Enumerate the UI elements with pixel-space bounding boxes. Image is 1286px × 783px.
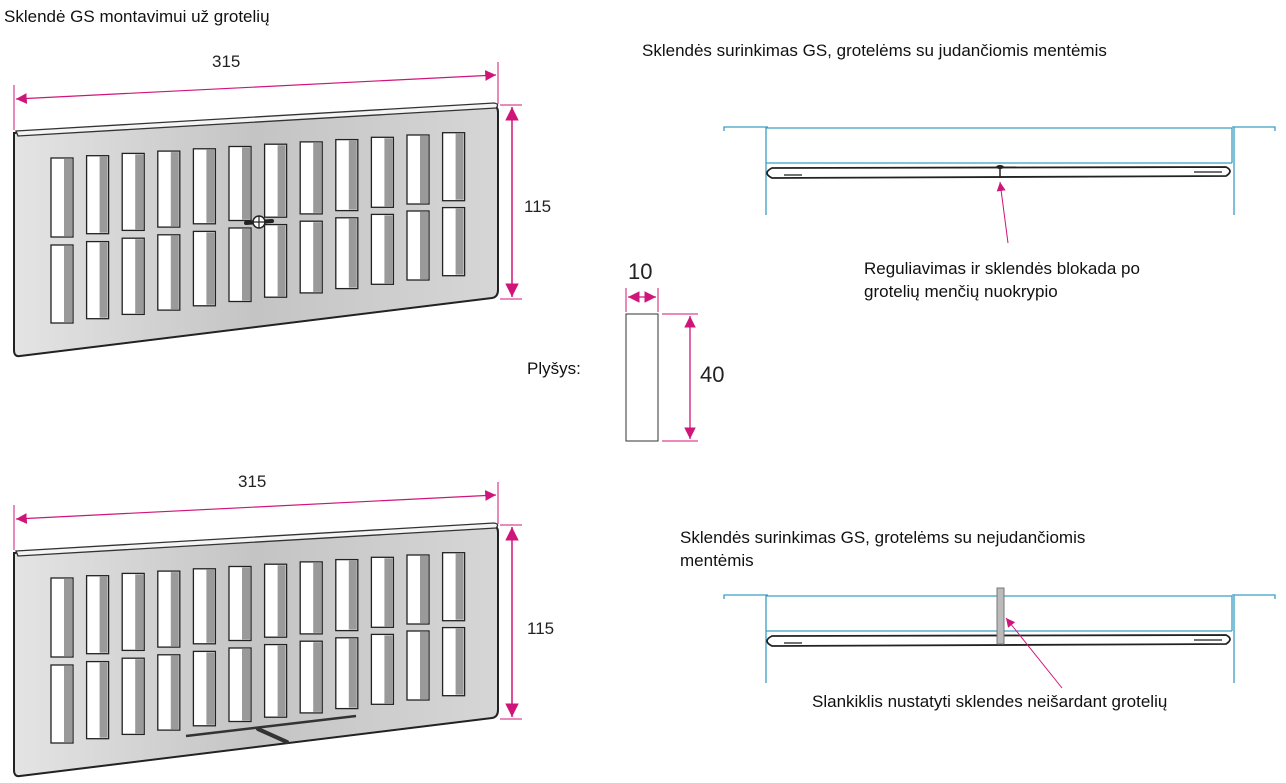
grille-slot-shadow [99,156,108,233]
grille-slot-shadow [277,225,286,297]
grille-slot-shadow [384,635,393,704]
grille-slot-shadow [420,556,428,623]
grille-slot-shadow [206,569,215,643]
fixed-assembly-title-2: mentėmis [680,551,754,570]
grille-slot-shadow [455,628,464,695]
grille-slot-shadow [242,147,250,220]
grille-slot-shadow [313,142,322,213]
grille-slot-shadow [135,659,144,734]
grille-slot-shadow [135,239,144,314]
slider-rail [185,714,357,738]
grille-slot-shadow [135,154,144,230]
wall-right [1232,126,1276,131]
grille-slot-shadow [277,145,286,217]
grille-slot-shadow [99,576,108,653]
grille-slot-shadow [277,645,286,717]
top-grille [13,62,522,358]
grille-slot-shadow [206,149,215,223]
bottom-grille [13,482,522,778]
callout-arrow [996,181,1009,244]
grille-slot-shadow [348,140,357,210]
bottom-grille-width-label: 315 [238,472,267,491]
grille-slot-shadow [99,662,108,738]
grille-top-lip [15,522,499,557]
grille-slot-shadow [242,229,250,301]
wall-left [723,594,768,599]
grille-slot-shadow [242,567,250,640]
grille-slot-shadow [64,246,72,322]
slider-handle [256,727,289,744]
grille-slot-shadow [170,572,179,647]
grille-slot-shadow [206,232,215,305]
grille-slot-shadow [384,138,393,207]
grille-slot-shadow [170,655,179,730]
movable-assembly-title: Sklendės surinkimas GS, grotelėms su jud… [642,41,1107,60]
top-grille-height-label: 115 [524,197,552,216]
grille-slot-shadow [64,579,72,656]
grille-slot-shadow [206,652,215,725]
grille-slot-shadow [313,562,322,633]
grille-slot-shadow [313,642,322,712]
grille-slot-shadow [170,235,179,310]
wall-left [723,126,768,131]
grille-slot-shadow [242,649,250,721]
grille-top-lip [15,102,499,137]
slot-label: Plyšys: [527,359,581,378]
slot-height-label: 40 [700,362,725,387]
wall-right [1232,594,1276,599]
fixed-assembly-note: Slankiklis nustatyti sklendes neišardant… [812,692,1168,711]
fixed-assembly-section [723,587,1276,689]
screw-cross-icon [253,216,265,228]
fixed-assembly-title-1: Sklendės surinkimas GS, grotelėms su nej… [680,528,1086,547]
page-title: Sklendė GS montavimui už grotelių [4,7,270,26]
grille-slot-shadow [277,565,286,637]
grille-slot-shadow [455,553,464,620]
grille-slot-shadow [420,212,428,279]
grille-slot-shadow [170,152,179,227]
grille-slot-shadow [455,133,464,200]
movable-assembly-note-1: Reguliavimas ir sklendės blokada po [864,259,1140,278]
top-grille-width-label: 315 [212,52,241,71]
grille-slot-shadow [313,222,322,292]
width-dimension-line [15,490,497,524]
grille-slot-shadow [384,215,393,284]
movable-assembly-section [723,126,1276,244]
slider-pin [996,587,1005,645]
grille-slot-shadow [420,136,428,203]
grille-slot-shadow [420,632,428,699]
width-dimension-line [15,70,497,104]
grille-slot-shadow [384,558,393,627]
callout-arrow [1005,617,1063,689]
grille-slot-shadow [99,242,108,318]
grille-slot-shadow [64,159,72,236]
slot-width-label: 10 [628,259,653,284]
grille-slot-shadow [64,666,72,742]
grille-slot-shadow [348,218,357,288]
bottom-grille-height-label: 115 [527,619,555,638]
movable-assembly-note-2: grotelių menčių nuokrypio [864,282,1058,301]
grille-profile [766,166,1231,179]
slot-rectangle [625,313,659,442]
grille-slot-shadow [455,208,464,275]
grille-slot-shadow [348,638,357,708]
grille-slot-shadow [348,560,357,630]
grille-slot-shadow [135,574,144,650]
